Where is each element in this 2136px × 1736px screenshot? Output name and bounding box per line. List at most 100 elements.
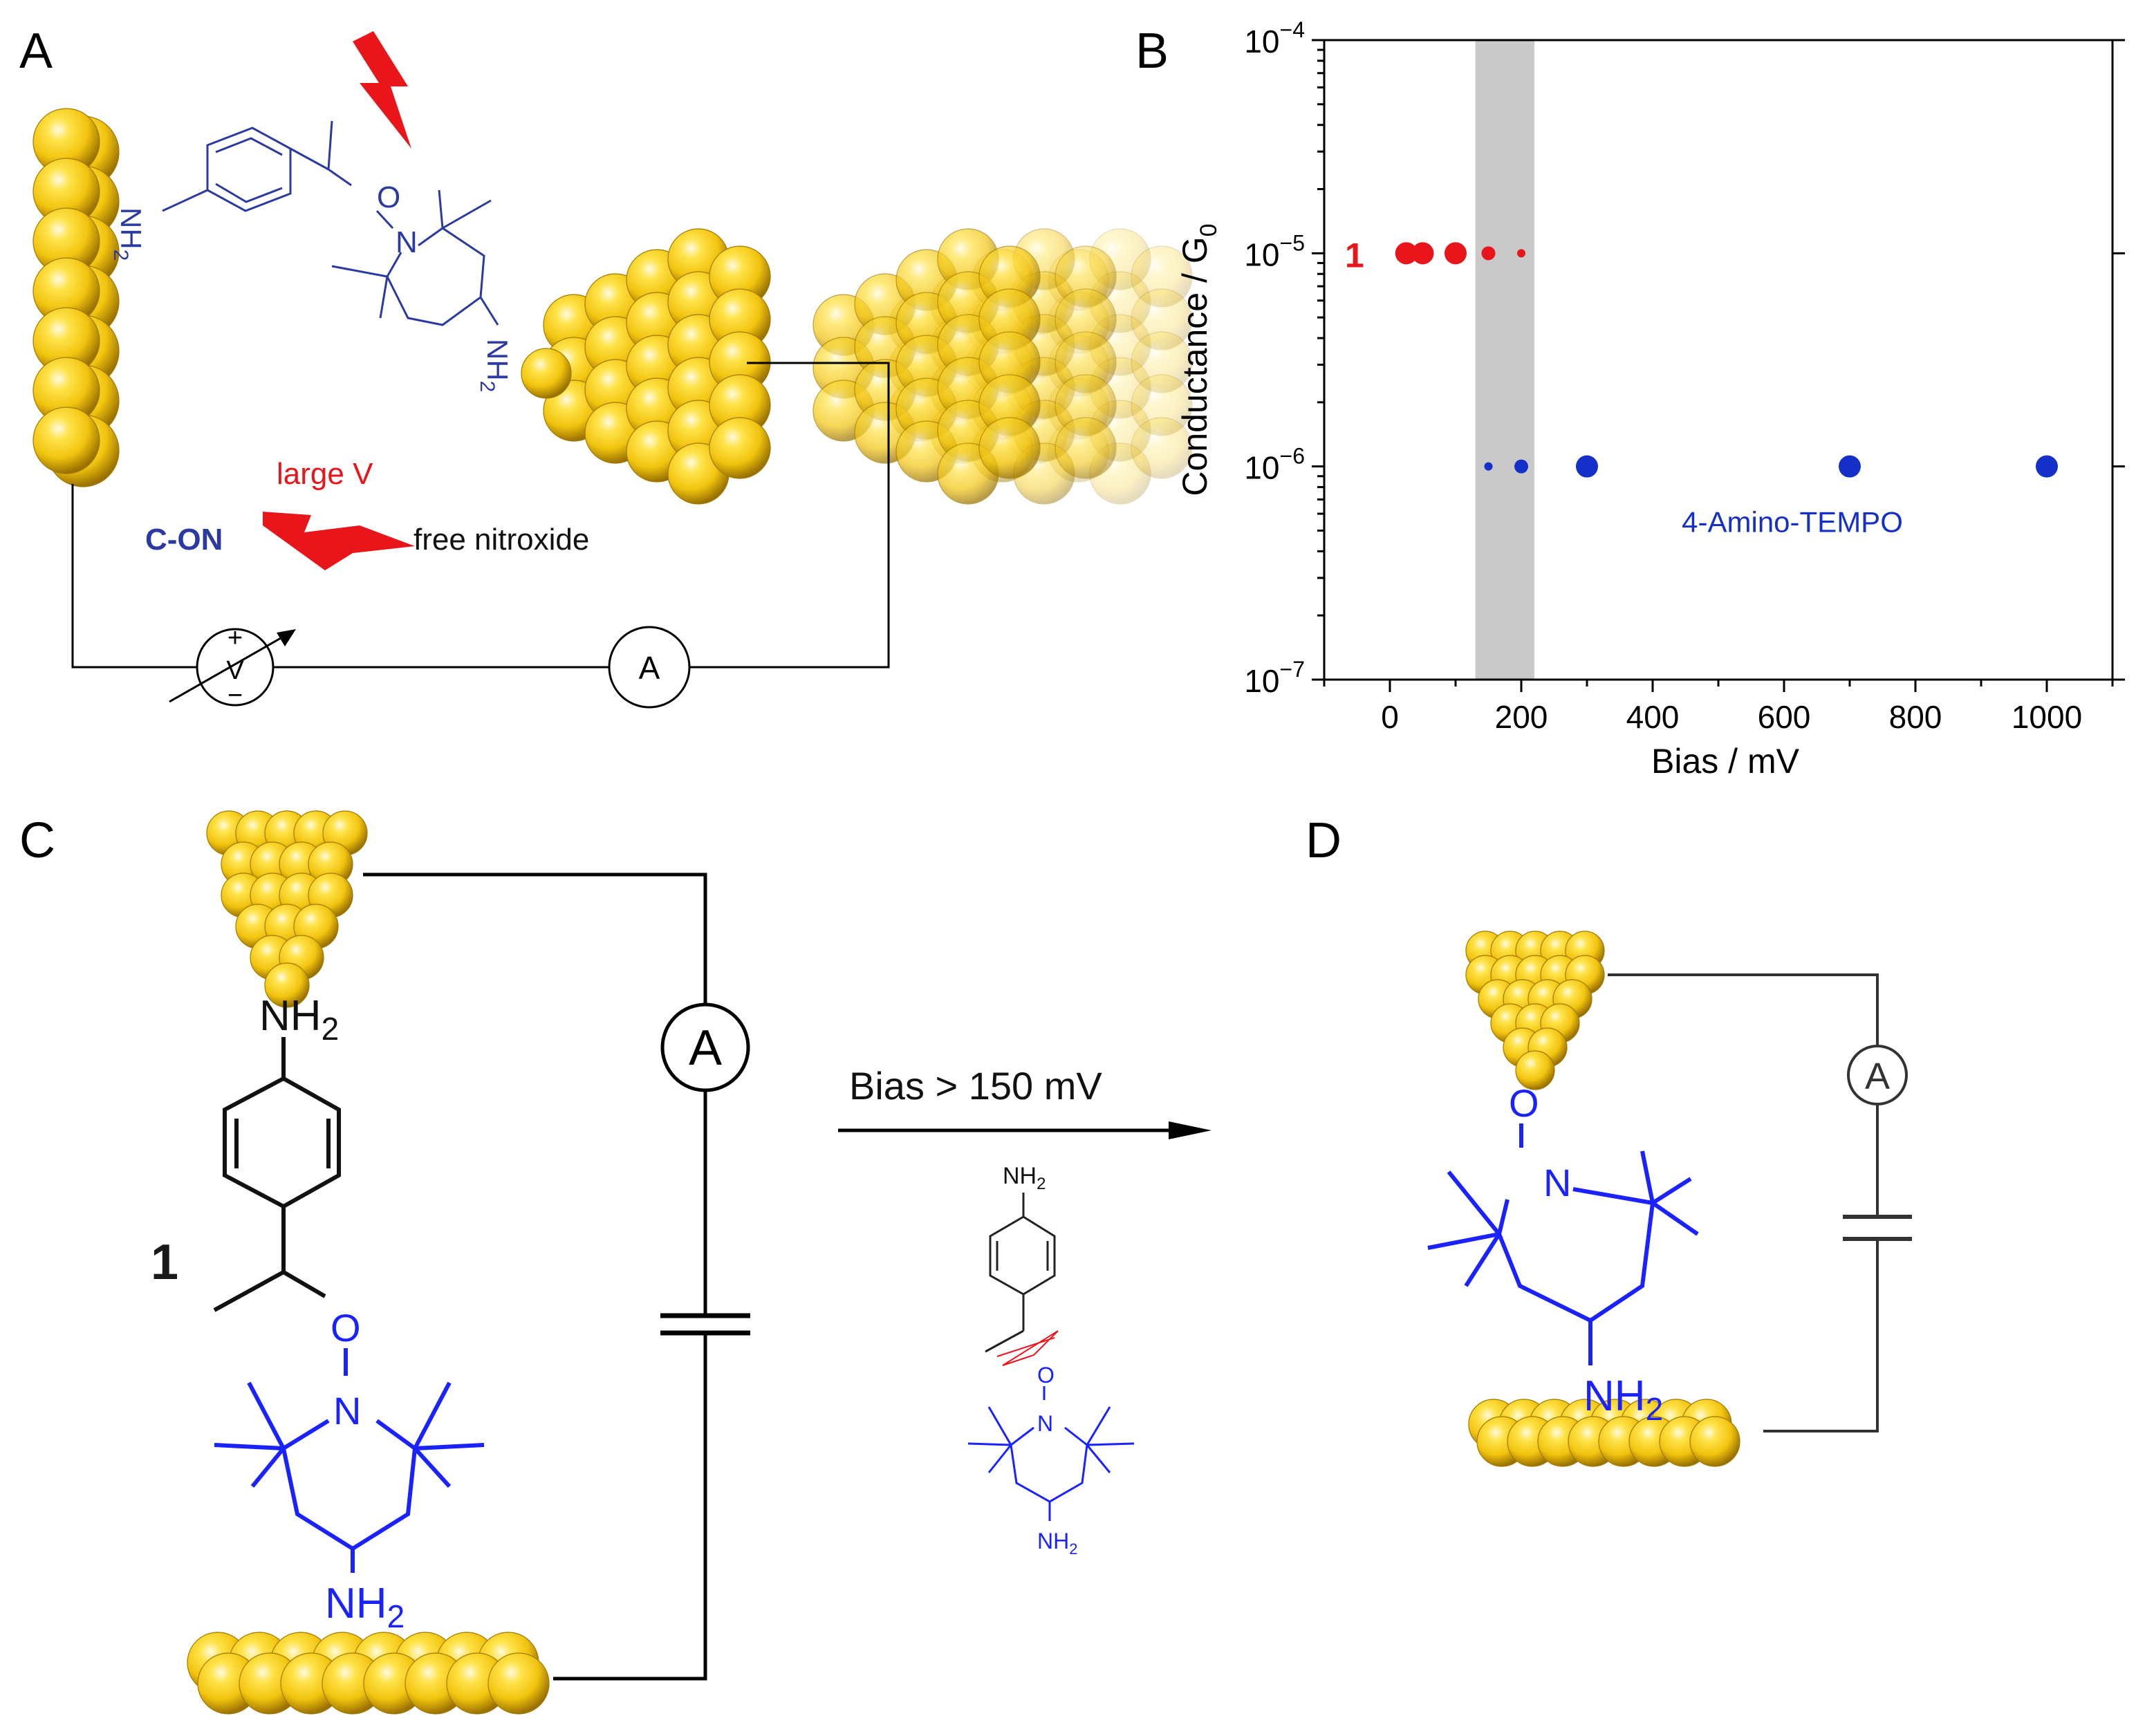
top-gold-tip-d: [1465, 931, 1605, 1090]
panel-b-letter: B: [1135, 24, 1169, 79]
plot-frame: [1323, 39, 2114, 681]
gold-atom: [709, 417, 771, 479]
small-nh2-top: NH2: [1003, 1163, 1046, 1193]
gold-atom: [1515, 1050, 1555, 1090]
y-axis-label: Conductance / G0: [1176, 223, 1222, 496]
circuit-wire-a-left: [71, 484, 197, 669]
small-piperidine: [967, 1386, 1135, 1521]
reaction-arrow-label: Bias > 150 mV: [849, 1064, 1102, 1108]
circuit-wire-c-bottom: [553, 1333, 707, 1681]
ammeter-d-label: A: [1865, 1056, 1890, 1097]
panel-c-letter: C: [19, 813, 55, 868]
oxygen-d: O: [1509, 1081, 1539, 1125]
nitrogen-d: N: [1543, 1161, 1571, 1204]
data-point-compound-1: [1395, 242, 1418, 265]
panel-a: A O N NH2: [19, 24, 1193, 710]
panel-b: B 0 200 400 600 800 1000 10−4 10−5 10−6 10−7Bias …: [1135, 17, 2125, 781]
data-point-amino-tempo: [2036, 455, 2058, 478]
nh2-top-c: NH2: [259, 992, 339, 1047]
data-point-compound-1: [1445, 242, 1467, 265]
x-tick-label: 800: [1889, 699, 1942, 735]
ammeter-a-label: A: [639, 650, 660, 686]
piperidine-ring-d: [1427, 1123, 1699, 1365]
threshold-shaded-region: [1475, 40, 1534, 680]
large-v-label: large V: [277, 457, 373, 491]
x-tick-label: 0: [1381, 699, 1399, 735]
molecule-1-structure-a: [162, 120, 499, 326]
data-point-compound-1: [1481, 246, 1496, 261]
voltmeter-minus: −: [227, 681, 243, 710]
nitrogen-c: N: [333, 1389, 361, 1432]
y-tick-label: 10−6: [1244, 444, 1305, 486]
amine-left-a: NH2: [109, 207, 147, 261]
data-point-amino-tempo: [1514, 459, 1528, 474]
benzene-ring-a: [206, 127, 292, 212]
oxygen-c: O: [331, 1306, 361, 1350]
small-nh2-bottom: NH2: [1037, 1529, 1077, 1558]
svg-text:NH2: NH2: [109, 207, 147, 261]
x-tick-label: 200: [1495, 699, 1548, 735]
small-molecule-structure: [985, 1193, 1059, 1366]
svg-text:NH2: NH2: [476, 339, 514, 392]
panel-a-letter: A: [19, 24, 53, 79]
y-tick-label: 10−4: [1244, 17, 1305, 59]
x-tick-label: 400: [1626, 699, 1680, 735]
gold-atom: [978, 417, 1041, 479]
ammeter-c-label: A: [689, 1020, 722, 1076]
voltmeter-plus: +: [227, 624, 243, 653]
gold-atom: [1055, 417, 1117, 479]
panel-d: D O N NH2 A: [1306, 813, 1912, 1467]
data-point-amino-tempo: [1484, 462, 1493, 471]
panel-d-letter: D: [1306, 813, 1341, 868]
lightning-bolt-arrow-icon: [263, 512, 415, 570]
panel-c: C NH2 1 O N NH2: [19, 810, 1211, 1715]
piperidine-ring-c: [214, 1348, 485, 1573]
series-label-compound-1: 1: [1345, 236, 1364, 274]
gold-atom: [1689, 1416, 1740, 1467]
variable-arrow: [169, 631, 291, 703]
small-nitrogen: N: [1037, 1411, 1053, 1436]
data-point-amino-tempo: [1839, 455, 1861, 478]
voltmeter-v: V: [226, 656, 244, 685]
benzene-ring-c: [213, 1037, 341, 1312]
left-gold-electrode: [32, 108, 120, 487]
data-point-compound-1: [1411, 242, 1434, 265]
reaction-arrow-head: [1169, 1121, 1211, 1139]
gold-atom: [487, 1652, 550, 1715]
right-gold-electrode: [521, 228, 1193, 505]
bottom-gold-surface-c: [187, 1632, 550, 1715]
amine-right-a: NH2: [476, 339, 514, 392]
gold-atom: [264, 962, 310, 1008]
circuit-wire-d-bottom: [1763, 1239, 1879, 1432]
series-label-amino-tempo: 4-Amino-TEMPO: [1682, 506, 1903, 539]
x-tick-label: 1000: [2012, 699, 2082, 735]
circuit-wire-c-top: [363, 872, 707, 1006]
data-point-compound-1: [1517, 249, 1525, 258]
free-nitroxide-label: free nitroxide: [414, 523, 589, 557]
nh2-bottom-c: NH2: [325, 1580, 405, 1634]
ammeter-a-icon: [608, 626, 691, 709]
gold-atom: [521, 348, 572, 399]
x-tick-label: 600: [1758, 699, 1811, 735]
c-on-label: C-ON: [145, 523, 223, 557]
compound-1-label: 1: [151, 1235, 178, 1290]
oxygen-label-a: O: [377, 180, 400, 214]
y-tick-label: 10−7: [1244, 657, 1305, 699]
small-oxygen: O: [1037, 1363, 1055, 1388]
nh2-d: NH2: [1584, 1372, 1663, 1427]
gold-atom: [32, 407, 100, 474]
y-tick-label: 10−5: [1244, 230, 1305, 272]
x-axis-label: Bias / mV: [1651, 742, 1800, 781]
cleaved-bond-mark: [1002, 1330, 1059, 1366]
lightning-bolt-top-icon: [353, 31, 411, 149]
voltmeter-icon: [196, 628, 275, 707]
circuit-wire-d-top: [1608, 973, 1879, 1047]
bottom-gold-surface-d: [1468, 1399, 1740, 1467]
nitrogen-label-a: N: [396, 225, 418, 259]
data-point-amino-tempo: [1576, 455, 1598, 478]
gold-atom: [1131, 417, 1193, 479]
circuit-wire-a-right: [690, 362, 890, 669]
top-gold-tip-c: [206, 810, 368, 1008]
